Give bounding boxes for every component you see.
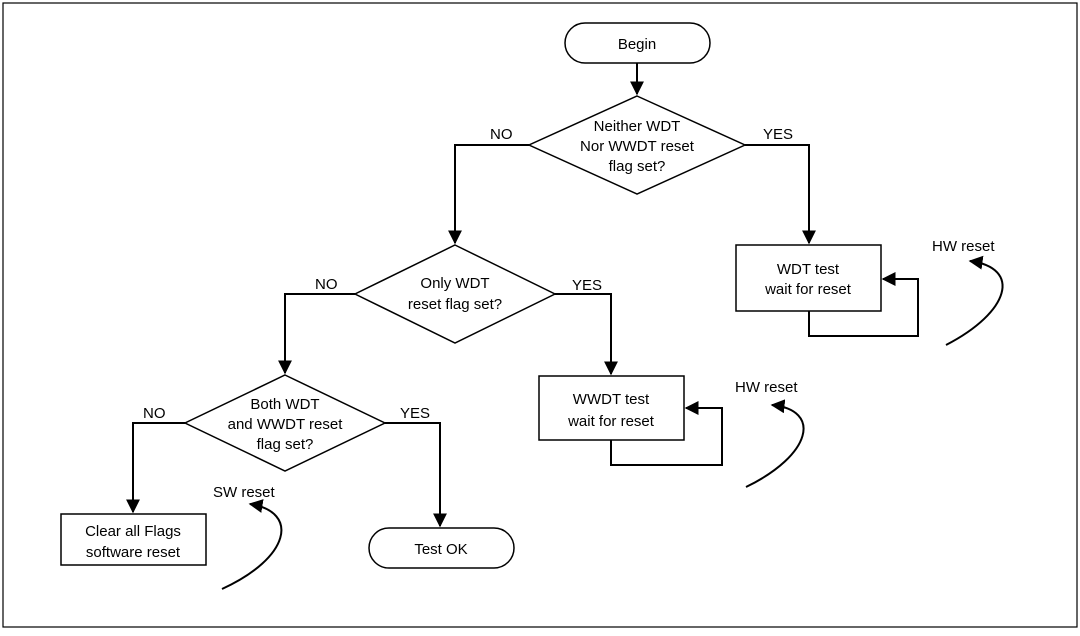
clear-flags-line2: software reset — [86, 544, 181, 561]
connector-d2-no — [278, 293, 355, 375]
hw-reset-label-1: HW reset — [932, 238, 995, 255]
connector-d1-no — [448, 144, 529, 245]
hw-reset-curve-2 — [745, 399, 805, 488]
d2-no-label: NO — [315, 276, 338, 293]
hw-reset-curve-1 — [945, 255, 1004, 346]
wwdt-test-box: WWDT test wait for reset — [538, 375, 685, 441]
wdt-test-box: WDT test wait for reset — [735, 244, 882, 312]
decision3-line2: and WWDT reset — [228, 416, 344, 433]
wwdt-test-line1: WWDT test — [573, 391, 650, 408]
d1-no-label: NO — [490, 126, 513, 143]
sw-reset-curve — [221, 499, 283, 590]
begin-label: Begin — [618, 36, 656, 53]
connector-d1-yes — [745, 144, 816, 245]
decision1-line3: flag set? — [609, 158, 666, 175]
decision1-line2: Nor WWDT reset — [580, 138, 695, 155]
decision-both-flags: Both WDT and WWDT reset flag set? — [183, 374, 387, 472]
d3-no-label: NO — [143, 405, 166, 422]
decision3-line1: Both WDT — [250, 396, 319, 413]
d1-yes-label: YES — [763, 126, 793, 143]
wwdt-test-line2: wait for reset — [567, 413, 655, 430]
sw-reset-label: SW reset — [213, 484, 276, 501]
hw-reset-label-2: HW reset — [735, 379, 798, 396]
connector-d3-no — [126, 422, 185, 514]
begin-terminal: Begin — [564, 22, 711, 64]
connector-d2-yes — [555, 293, 618, 376]
test-ok-label: Test OK — [414, 541, 467, 558]
decision2-line2: reset flag set? — [408, 296, 502, 313]
decision3-line3: flag set? — [257, 436, 314, 453]
decision1-line1: Neither WDT — [594, 118, 681, 135]
clear-flags-box: Clear all Flags software reset — [60, 513, 207, 566]
decision-neither-flag: Neither WDT Nor WWDT reset flag set? — [527, 95, 747, 195]
wwdt-test-loop — [610, 401, 723, 466]
test-ok-terminal: Test OK — [368, 527, 515, 569]
d2-yes-label: YES — [572, 277, 602, 294]
decision-only-wdt: Only WDT reset flag set? — [353, 244, 557, 344]
wdt-test-line2: wait for reset — [764, 281, 852, 298]
d3-yes-label: YES — [400, 405, 430, 422]
clear-flags-line1: Clear all Flags — [85, 523, 181, 540]
connector-d3-yes — [385, 422, 447, 528]
decision2-line1: Only WDT — [420, 275, 489, 292]
wdt-test-loop — [808, 272, 919, 337]
wdt-test-line1: WDT test — [777, 261, 840, 278]
